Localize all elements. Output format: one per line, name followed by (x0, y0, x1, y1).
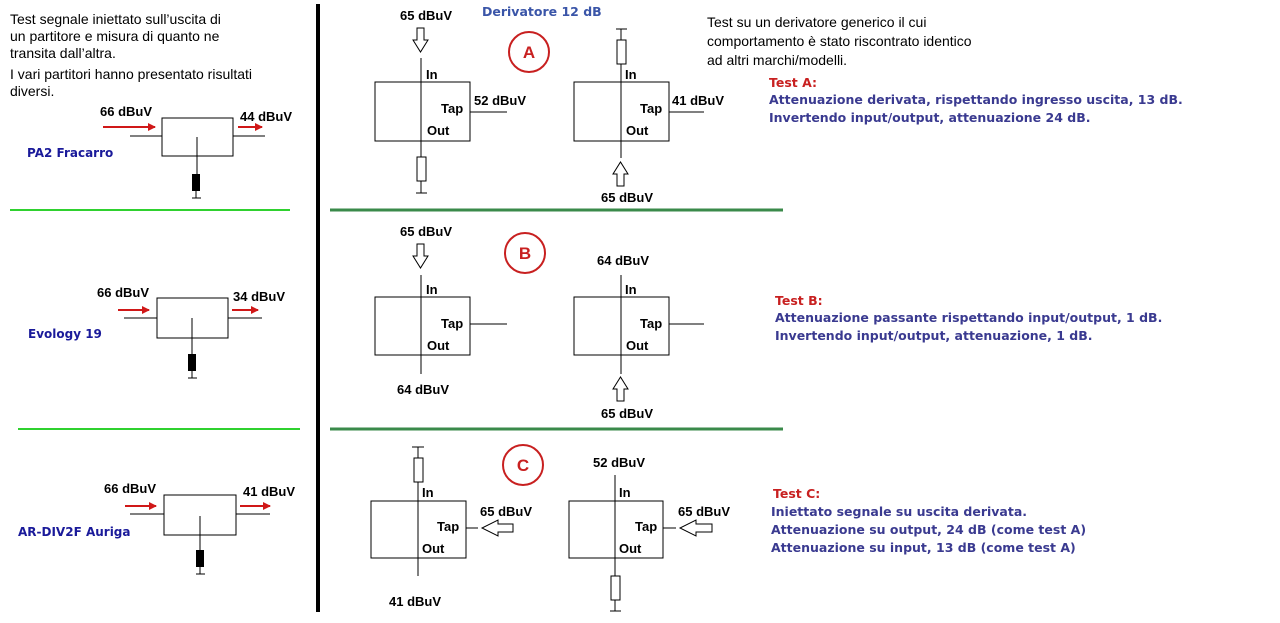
intro-text: Test segnale iniettato sull’uscita di un… (10, 11, 252, 99)
intro-line: diversi. (10, 83, 54, 99)
tap-header: Derivatore 12 dB (482, 4, 602, 19)
tap-body (374, 81, 471, 142)
out-label: Out (422, 541, 445, 556)
splitter-pa2-fracarro: 66 dBuV 44 dBuV PA2 Fracarro (27, 104, 292, 199)
tap-label: Tap (640, 316, 662, 331)
test-circle (504, 232, 546, 274)
tap-reading: 41 dBuV (672, 93, 724, 108)
output-reading: 41 dBuV (389, 594, 441, 609)
test-line: Invertendo input/output, attenuazione, 1… (775, 328, 1093, 343)
splitter-name: Evology 19 (28, 327, 102, 341)
left-arrow-icon (678, 519, 713, 537)
test-line: Iniettato segnale su uscita derivata. (771, 504, 1027, 519)
in-label: In (426, 282, 438, 297)
note-line: comportamento è stato riscontrato identi… (707, 33, 972, 49)
tap-reading: 52 dBuV (474, 93, 526, 108)
out-label: Out (619, 541, 642, 556)
test-line: Attenuazione su output, 24 dB (come test… (771, 522, 1086, 537)
test-c: C In Tap Out 65 dBuV 41 dBuV 52 dBuV In … (370, 444, 1086, 612)
in-label: In (625, 67, 637, 82)
out-label: Out (626, 123, 649, 138)
test-line: Attenuazione derivata, rispettando ingre… (769, 92, 1183, 107)
note-line: Test su un derivatore generico il cui (707, 14, 926, 30)
tap-body (374, 296, 471, 356)
splitter-input-level: 66 dBuV (104, 481, 156, 496)
test-line: Attenuazione su input, 13 dB (come test … (771, 540, 1076, 555)
output-reading: 64 dBuV (397, 382, 449, 397)
test-title: Test B: (775, 293, 823, 308)
tap-label: Tap (640, 101, 662, 116)
in-label: In (619, 485, 631, 500)
splitter-output-level: 44 dBuV (240, 109, 292, 124)
in-label: In (426, 67, 438, 82)
test-b: B 65 dBuV In Tap Out 64 dBuV 64 dBuV In … (374, 224, 1162, 421)
splitter-evology-19: 66 dBuV 34 dBuV Evology 19 (28, 285, 285, 379)
input-reading: 64 dBuV (597, 253, 649, 268)
splitter-name: PA2 Fracarro (27, 146, 113, 160)
splitter-input-level: 66 dBuV (97, 285, 149, 300)
tap-body (568, 500, 664, 559)
tap-label: Tap (635, 519, 657, 534)
test-line: Invertendo input/output, attenuazione 24… (769, 110, 1090, 125)
termination-resistor-icon (192, 174, 200, 191)
in-label: In (422, 485, 434, 500)
test-title: Test A: (769, 75, 817, 90)
tap-label: Tap (441, 316, 463, 331)
input-reading: 52 dBuV (593, 455, 645, 470)
splitter-output-level: 41 dBuV (243, 484, 295, 499)
splitter-input-level: 66 dBuV (100, 104, 152, 119)
termination-resistor-icon (196, 550, 204, 567)
termination-resistor-icon (416, 156, 427, 182)
termination-resistor-icon (616, 39, 627, 65)
up-arrow-icon (612, 161, 629, 187)
out-label: Out (427, 123, 450, 138)
test-a: A 65 dBuV In Tap Out 52 dBuV In Tap Out … (374, 8, 1183, 205)
down-arrow-icon (412, 243, 429, 269)
splitter-output-level: 34 dBuV (233, 289, 285, 304)
splitter-ar-div2f-auriga: 66 dBuV 41 dBuV AR-DIV2F Auriga (18, 481, 295, 575)
left-arrow-icon (480, 519, 514, 537)
note-line: ad altri marchi/modelli. (707, 52, 847, 68)
tap-signal-level: 65 dBuV (678, 504, 730, 519)
input-signal-level: 65 dBuV (400, 224, 452, 239)
up-arrow-icon (612, 376, 629, 402)
test-letter: C (517, 456, 529, 475)
out-label: Out (626, 338, 649, 353)
test-letter: A (523, 43, 535, 62)
intro-line: transita dall’altra. (10, 45, 116, 61)
test-title: Test C: (773, 486, 820, 501)
output-signal-level: 65 dBuV (601, 190, 653, 205)
right-note: Test su un derivatore generico il cui co… (707, 14, 972, 68)
down-arrow-icon (412, 27, 429, 53)
out-label: Out (427, 338, 450, 353)
input-signal-level: 65 dBuV (400, 8, 452, 23)
termination-resistor-icon (188, 354, 196, 371)
tap-signal-level: 65 dBuV (480, 504, 532, 519)
intro-line: un partitore e misura di quanto ne (10, 28, 220, 44)
test-circle (502, 444, 544, 486)
splitter-name: AR-DIV2F Auriga (18, 525, 131, 539)
termination-resistor-icon (610, 575, 621, 601)
intro-line: Test segnale iniettato sull’uscita di (10, 11, 221, 27)
termination-resistor-icon (413, 457, 424, 483)
tap-label: Tap (441, 101, 463, 116)
test-circle (508, 31, 550, 73)
intro-line: I vari partitori hanno presentato risult… (10, 66, 252, 82)
in-label: In (625, 282, 637, 297)
test-letter: B (519, 244, 531, 263)
tap-label: Tap (437, 519, 459, 534)
test-line: Attenuazione passante rispettando input/… (775, 310, 1162, 325)
output-signal-level: 65 dBuV (601, 406, 653, 421)
